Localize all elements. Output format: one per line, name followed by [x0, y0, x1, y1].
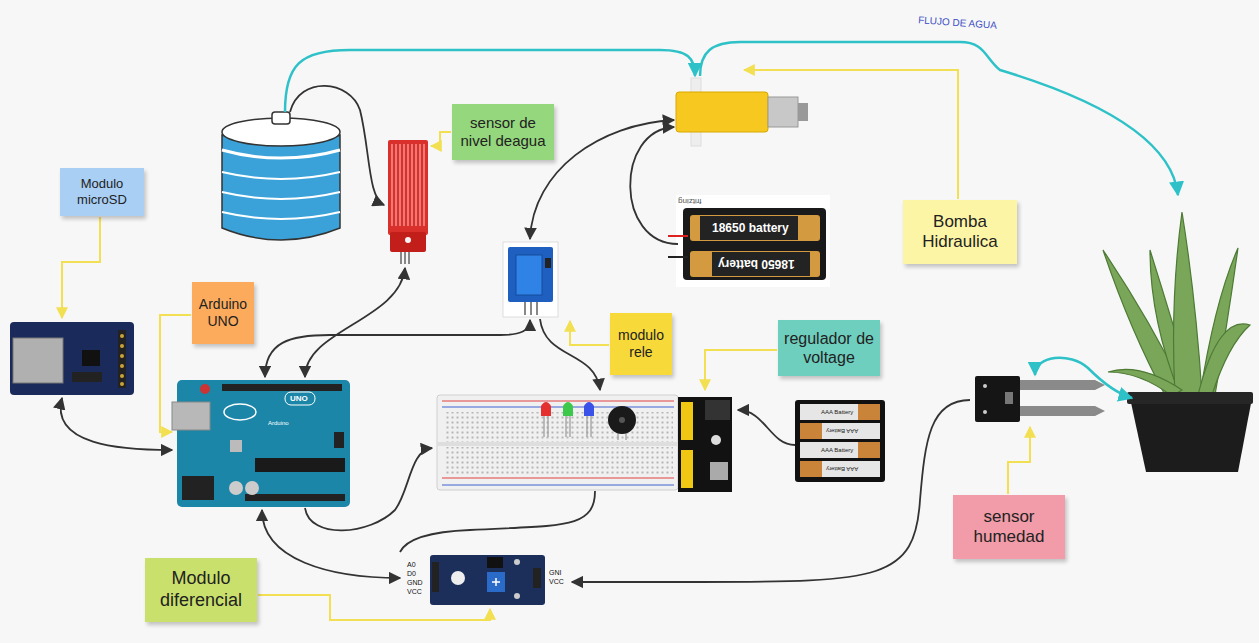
note-text: regulador de voltage [782, 329, 876, 367]
pin-label: VCC [407, 588, 422, 595]
battery-label: AAA Battery [826, 428, 858, 434]
pin-label: A0 [407, 561, 416, 568]
breadboard [437, 395, 732, 492]
note-text: Bomba Hidraulica [907, 212, 1013, 253]
water-tank [222, 112, 340, 240]
sticky-note: sensor de nivel deagua [452, 104, 554, 160]
wire [61, 86, 970, 582]
watermark: fritzing [678, 197, 702, 205]
note-text: sensor humedad [957, 507, 1061, 548]
note-text: modulo rele [614, 327, 668, 361]
note-text: Modulo diferencial [149, 568, 253, 611]
water-level-sensor [388, 140, 428, 264]
sticky-note: Arduino UNO [192, 282, 254, 344]
board-label: Arduino [268, 420, 289, 426]
note-text: sensor de nivel deagua [456, 114, 550, 150]
water-flow-line [285, 42, 1178, 398]
aloe-plant [1103, 212, 1253, 472]
pin-label: GND [407, 579, 423, 586]
arduino-board [172, 380, 350, 507]
battery-label: AAA Battery [821, 409, 853, 415]
pin-label: GNI [549, 569, 561, 576]
battery-label: AAA Battery [821, 447, 853, 453]
note-text: Modulo microSD [64, 176, 140, 207]
pin-label: VCC [549, 578, 564, 585]
battery-label: AAA Battery [826, 466, 858, 472]
comparator-module [430, 555, 545, 605]
aaa-battery-pack [795, 400, 885, 482]
sticky-note: sensor humedad [953, 495, 1065, 559]
board-label: UNO [290, 395, 308, 403]
leds-buzzer [541, 402, 636, 440]
battery-holder-18650 [668, 195, 830, 287]
sticky-note: modulo rele [610, 313, 672, 375]
note-text: Arduino UNO [196, 296, 250, 330]
battery-label: 18650 battery [712, 222, 789, 234]
sticky-note: Modulo diferencial [145, 558, 257, 622]
soil-moisture-sensor [975, 376, 1105, 422]
flow-label: FLUJO DE AGUA [918, 15, 997, 30]
leader-line [62, 70, 1030, 620]
pin-label: D0 [407, 570, 416, 577]
sticky-note: Modulo microSD [60, 168, 144, 216]
relay-module [503, 242, 558, 317]
microsd-module [10, 322, 134, 395]
battery-label: 18650 battery [718, 258, 795, 270]
water-pump [676, 78, 808, 146]
sticky-note: regulador de voltage [778, 320, 880, 376]
sticky-note: Bomba Hidraulica [903, 200, 1017, 264]
